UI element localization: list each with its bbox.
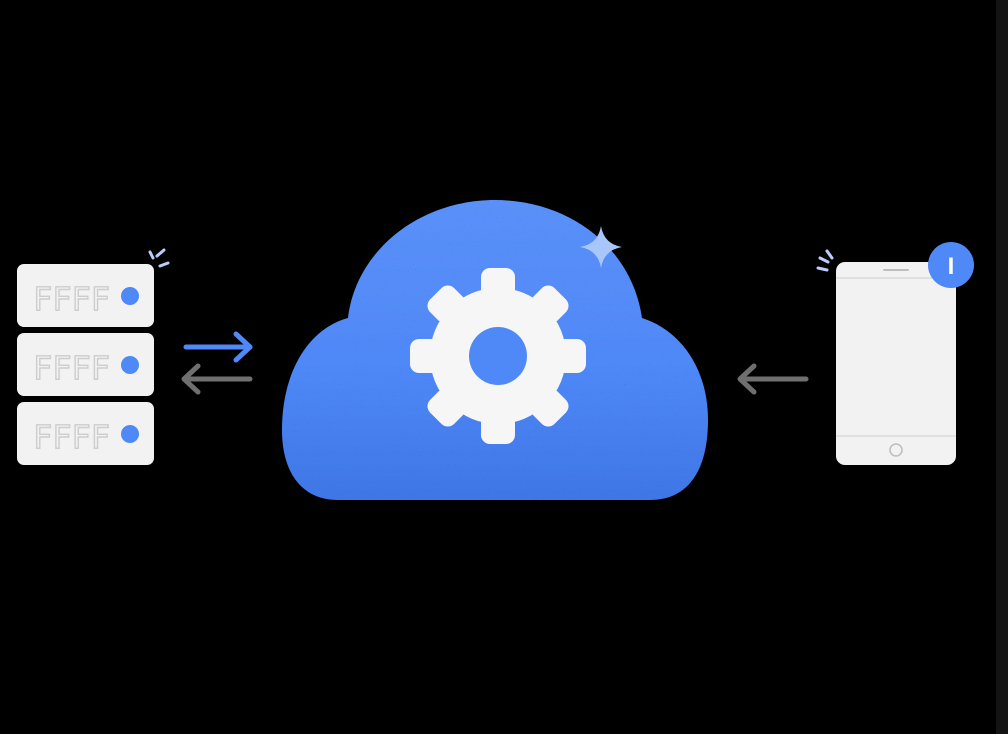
server-activity-marks-icon xyxy=(148,248,170,268)
server-status-light xyxy=(121,287,139,305)
gear-icon xyxy=(410,268,586,444)
server-status-light xyxy=(121,425,139,443)
server-rack: FFFF FFFF FFFF xyxy=(17,248,170,465)
mobile-phone-icon: I xyxy=(816,242,974,465)
right-arrow-icon xyxy=(183,331,253,363)
server-unit: FFFF xyxy=(17,402,154,465)
phone-activity-marks-icon xyxy=(816,249,834,272)
server-unit: FFFF xyxy=(17,333,154,396)
server-unit: FFFF xyxy=(17,264,154,327)
left-arrow-icon xyxy=(181,363,253,395)
server-unit-label: FFFF xyxy=(33,280,110,318)
notification-badge: I xyxy=(928,242,974,288)
sparkle-icon xyxy=(580,226,622,268)
server-unit-label: FFFF xyxy=(33,349,110,387)
server-status-light xyxy=(121,356,139,374)
phone-home-button xyxy=(889,443,903,457)
cloud-icon xyxy=(282,200,708,500)
left-arrow-icon xyxy=(737,363,809,395)
server-unit-label: FFFF xyxy=(33,418,110,456)
right-edge-strip xyxy=(996,0,1008,734)
notification-badge-text: I xyxy=(948,253,955,280)
